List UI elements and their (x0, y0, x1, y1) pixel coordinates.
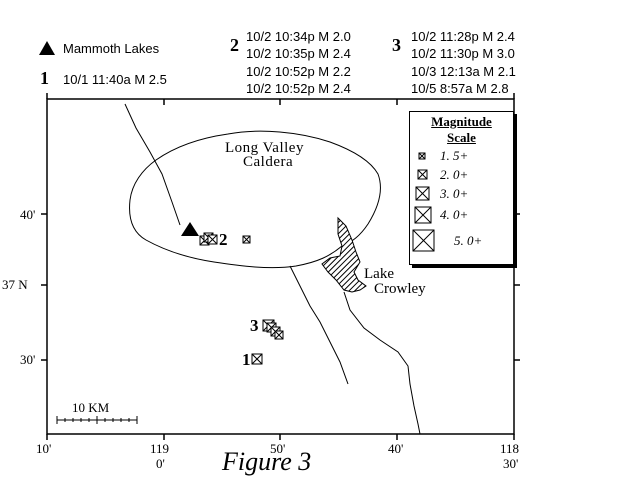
river-line (289, 265, 349, 385)
mag-label-5: 5. 0+ (454, 233, 483, 248)
quake-cluster-3 (262, 319, 284, 340)
magnitude-scale-title-line2: Scale (447, 130, 476, 145)
mammoth-lakes-legend-label: Mammoth Lakes (63, 41, 160, 56)
lake-label-line2: Crowley (374, 281, 426, 297)
map-frame-ticks (41, 93, 520, 440)
cluster-2-label: 2 (219, 230, 228, 249)
quake-cluster-1 (251, 353, 263, 365)
lake-label-line1: Lake (364, 266, 394, 282)
quake-marker-icon (207, 234, 218, 245)
group-3-event-3: 10/3 12:13a M 2.1 (411, 64, 516, 79)
lake-crowley-shape (321, 216, 367, 293)
quake-marker-icon (242, 235, 251, 244)
mag-label-3: 3. 0+ (440, 186, 469, 201)
group-2-event-3: 10/2 10:52p M 2.2 (246, 64, 351, 79)
group-2-number: 2 (230, 35, 239, 55)
group-1-event-1: 10/1 11:40a M 2.5 (63, 72, 167, 87)
group-3-event-4: 10/5 8:57a M 2.8 (411, 81, 509, 96)
scale-bar-label: 10 KM (72, 400, 110, 415)
group-2-event-4: 10/2 10:52p M 2.4 (246, 81, 351, 96)
mag-label-2: 2. 0+ (440, 167, 469, 182)
lon-label-50: 50' (270, 441, 286, 456)
group-1-number: 1 (40, 68, 49, 88)
group-3-number: 3 (392, 35, 401, 55)
owens-river-line (343, 291, 421, 435)
scale-bar (56, 416, 138, 424)
lon-label-118-30: 30' (503, 456, 519, 471)
mag-label-4: 4. 0+ (440, 207, 469, 222)
cluster-1-label: 1 (242, 350, 251, 369)
fault-line-north (124, 103, 181, 226)
caldera-outline (129, 130, 381, 269)
magnitude-scale-title-line1: Magnitude (431, 114, 492, 129)
mammoth-lakes-map-triangle-icon (181, 222, 199, 236)
lat-label-37n: 37 N (2, 277, 28, 292)
quake-marker-icon (251, 353, 263, 365)
caldera-label-line2: Caldera (243, 154, 294, 170)
quake-cluster-2 (199, 232, 251, 246)
mammoth-lakes-triangle-icon (39, 41, 55, 55)
lon-label-40: 40' (388, 441, 404, 456)
group-2-event-2: 10/2 10:35p M 2.4 (246, 46, 351, 61)
quake-marker-icon (274, 330, 284, 340)
group-3-event-2: 10/2 11:30p M 3.0 (411, 46, 515, 61)
lon-label-119-0: 0' (156, 456, 165, 471)
lat-label-30: 30' (20, 352, 36, 367)
lat-label-40: 40' (20, 207, 36, 222)
group-2-event-1: 10/2 10:34p M 2.0 (246, 29, 351, 44)
lon-label-10: 10' (36, 441, 52, 456)
figure-title: Figure 3 (222, 447, 312, 476)
cluster-3-label: 3 (250, 316, 259, 335)
lon-label-118: 118 (500, 441, 520, 456)
caldera-label-line1: Long Valley (225, 140, 304, 156)
mag-label-1: 1. 5+ (440, 148, 469, 163)
group-3-event-1: 10/2 11:28p M 2.4 (411, 29, 515, 44)
lon-label-119: 119 (150, 441, 170, 456)
